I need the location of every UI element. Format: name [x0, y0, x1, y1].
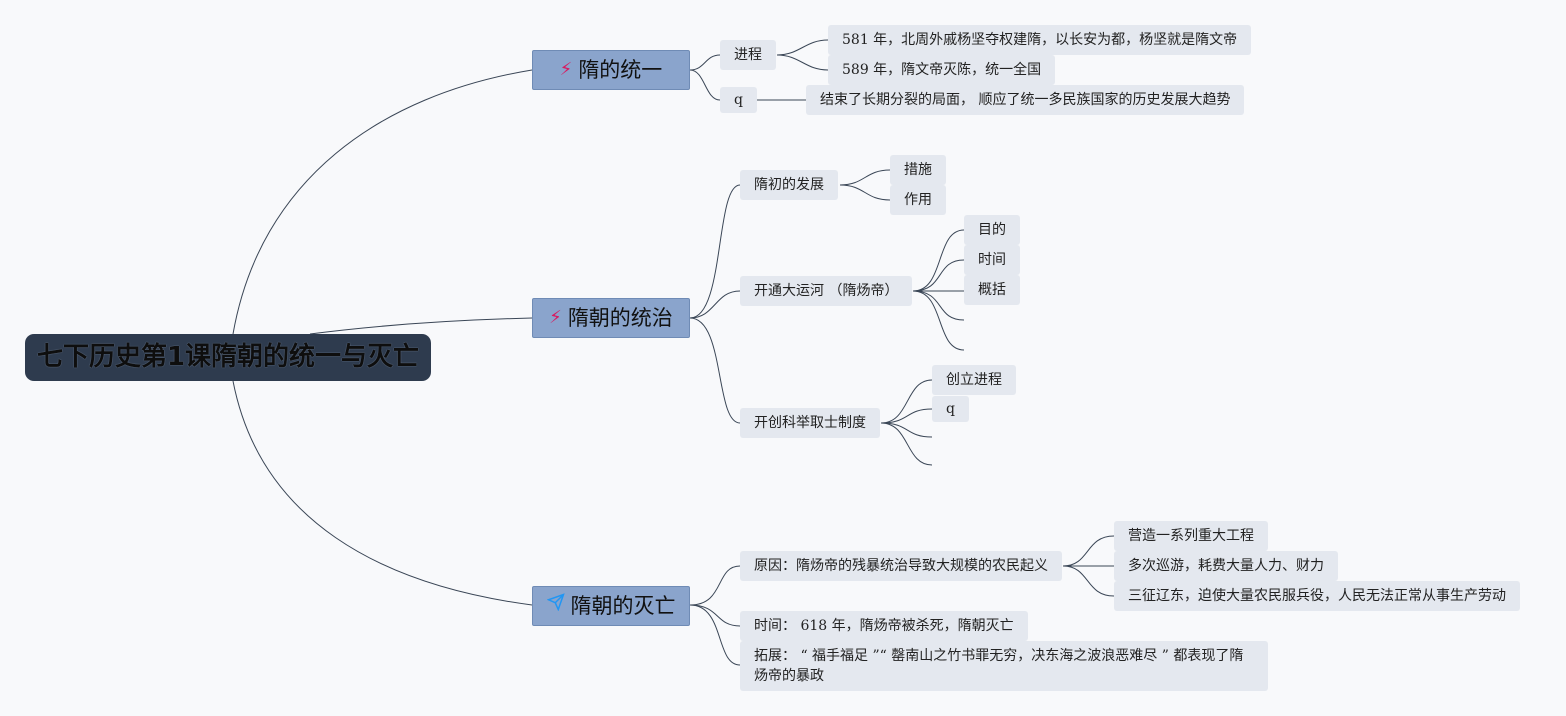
topic-589[interactable]: 589 年，隋文帝灭陈，统一全国: [828, 55, 1056, 85]
topic-process[interactable]: 进程: [720, 40, 776, 70]
topic-tours[interactable]: 多次巡游，耗费大量人力、财力: [1114, 551, 1338, 581]
branch-sui-unification[interactable]: ⚡︎ 隋的统一: [532, 50, 690, 90]
topic-projects[interactable]: 营造一系列重大工程: [1114, 521, 1268, 551]
topic-q[interactable]: q: [932, 396, 969, 422]
topic-time[interactable]: 时间: [964, 245, 1020, 275]
topic-imperial-exam[interactable]: 开创科举取士制度: [740, 408, 880, 438]
topic-liaodong[interactable]: 三征辽东，迫使大量农民服兵役，人民无法正常从事生产劳动: [1114, 581, 1520, 611]
topic-early-development[interactable]: 隋初的发展: [740, 170, 838, 200]
magic-wand-icon: ⚡︎: [559, 59, 573, 80]
topic-q[interactable]: q: [720, 87, 757, 113]
branch-label: 隋朝的统治: [567, 306, 673, 330]
topic-extension[interactable]: 拓展： “ 福手福足 ”“ 罄南山之竹书罪无穷，决东海之波浪恶难尽 ” 都表现了…: [740, 641, 1268, 691]
root-topic[interactable]: 七下历史第1课隋朝的统一与灭亡: [25, 334, 431, 381]
branch-sui-rule[interactable]: ⚡︎ 隋朝的统治: [532, 298, 690, 338]
topic-significance[interactable]: 结束了长期分裂的局面， 顺应了统一多民族国家的历史发展大趋势: [806, 85, 1245, 115]
topic-effect[interactable]: 作用: [890, 185, 946, 215]
branch-sui-fall[interactable]: 隋朝的灭亡: [532, 586, 690, 626]
topic-measures[interactable]: 措施: [890, 155, 946, 185]
topic-founding-process[interactable]: 创立进程: [932, 365, 1016, 395]
branch-label: 隋朝的灭亡: [570, 594, 676, 618]
topic-summary[interactable]: 概括: [964, 275, 1020, 305]
paper-plane-icon: [545, 587, 565, 625]
magic-wand-icon: ⚡︎: [549, 307, 562, 328]
topic-grand-canal[interactable]: 开通大运河 （隋炀帝）: [740, 276, 913, 306]
branch-label: 隋的统一: [578, 58, 663, 82]
topic-cause[interactable]: 原因：隋炀帝的残暴统治导致大规模的农民起义: [740, 551, 1062, 581]
topic-581[interactable]: 581 年，北周外戚杨坚夺权建隋，以长安为都，杨坚就是隋文帝: [828, 25, 1252, 55]
topic-fall-time[interactable]: 时间： 618 年，隋炀帝被杀死，隋朝灭亡: [740, 611, 1028, 641]
topic-purpose[interactable]: 目的: [964, 215, 1020, 245]
